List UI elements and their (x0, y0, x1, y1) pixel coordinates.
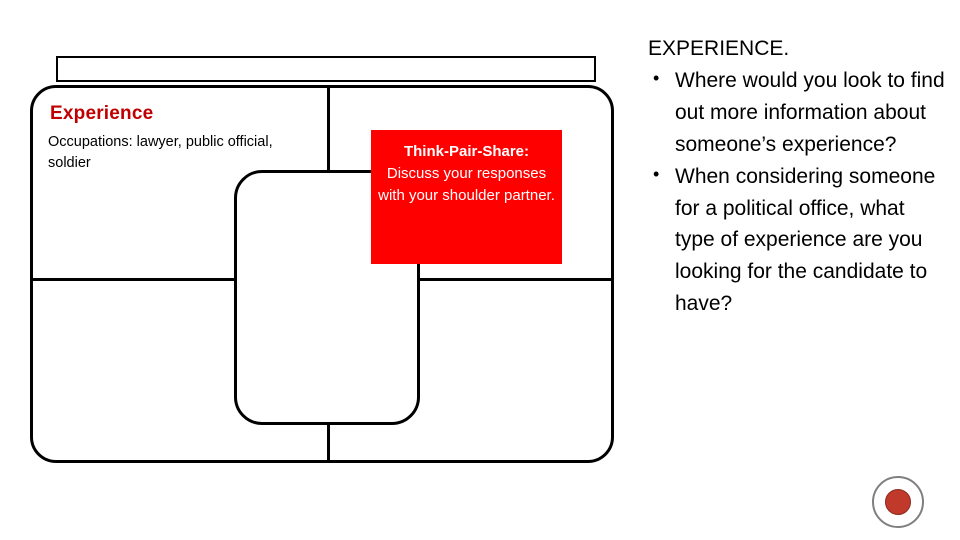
think-pair-share-body: Discuss your responses with your shoulde… (378, 164, 555, 204)
list-item-text: Where would you look to find out more in… (675, 68, 945, 156)
bullet-icon: • (653, 163, 660, 184)
list-item-text: When considering someone for a political… (675, 164, 936, 316)
think-pair-share-title: Think-Pair-Share: (403, 143, 530, 160)
seal-emblem-icon (872, 476, 924, 528)
think-pair-share-callout: Think-Pair-Share: Discuss your responses… (371, 130, 562, 264)
list-item: • When considering someone for a politic… (648, 161, 948, 321)
bullet-icon: • (653, 67, 660, 88)
experience-detail-text: Occupations: lawyer, public official, so… (48, 134, 273, 172)
right-text-panel: EXPERIENCE. • Where would you look to fi… (648, 33, 948, 320)
diagram-top-bar (56, 56, 596, 82)
experience-heading: Experience (50, 103, 154, 124)
panel-lead-text: EXPERIENCE. (648, 37, 790, 60)
seal-emblem-inner-icon (885, 489, 911, 515)
question-list: • Where would you look to find out more … (648, 65, 948, 320)
list-item: • Where would you look to find out more … (648, 65, 948, 161)
